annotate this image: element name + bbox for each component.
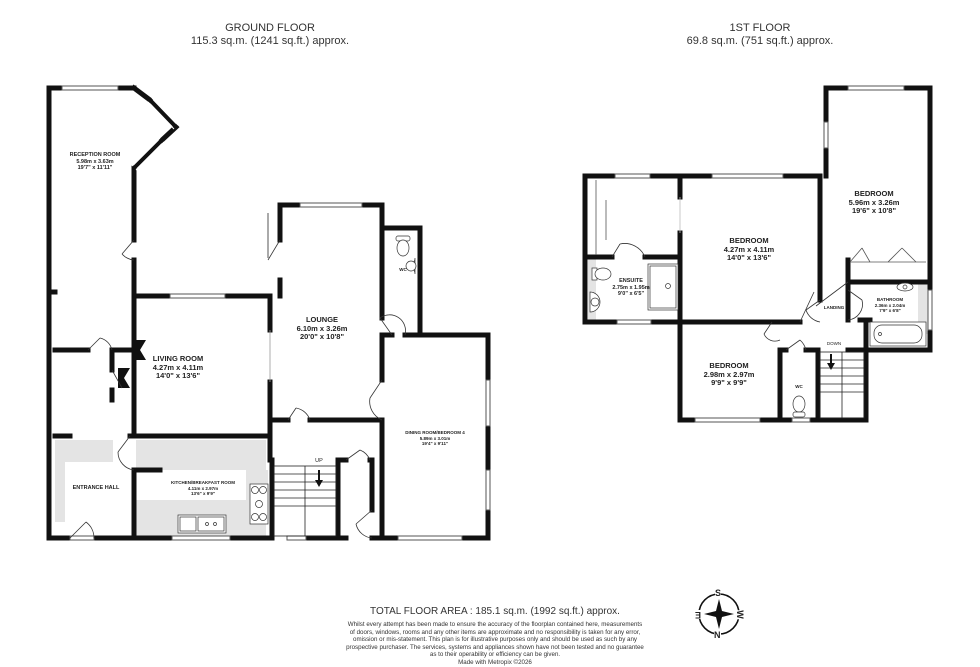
room-imperial: 19'6" x 10'8" <box>851 206 897 215</box>
room-metric: 5.96m x 3.26m <box>848 197 900 207</box>
first-floor-windows <box>614 85 933 423</box>
room-label-ensuite: ENSUITE 2.75m x 1.95m 9'0" x 6'5" <box>612 278 649 298</box>
room-label-entrance: ENTRANCE HALL <box>73 485 120 492</box>
ground-floor-walls <box>46 84 491 541</box>
room-metric: 5.98m x 3.63m <box>76 158 114 165</box>
first-floor-header: 1ST FLOOR 69.8 sq.m. (751 sq.ft.) approx… <box>610 22 910 48</box>
ff-toilet-icon <box>792 395 806 418</box>
disclaimer-line: Whilst every attempt has been made to en… <box>347 621 643 628</box>
room-name: LANDING <box>823 305 845 310</box>
room-name: BATHROOM <box>876 297 904 302</box>
ensuite-tiling <box>588 258 596 322</box>
room-imperial: 19'4" x 9'11" <box>421 441 449 446</box>
stairs-down-label: DOWN <box>827 341 841 347</box>
total-floor-area: TOTAL FLOOR AREA : 185.1 sq.m. (1992 sq.… <box>370 606 620 617</box>
disclaimer-line: omission or mis-statement. This plan is … <box>353 636 637 644</box>
ground-floor-windows <box>61 85 491 541</box>
room-label-lounge: LOUNGE 6.10m x 3.26m 20'0" x 10'8" <box>296 315 348 342</box>
room-metric: 2.75m x 1.95m <box>612 284 650 291</box>
room-imperial: 14'0" x 13'6" <box>726 253 772 262</box>
stairs-up-arrow-icon <box>315 470 323 487</box>
bathtub-icon <box>869 321 927 347</box>
room-imperial: 20'0" x 10'8" <box>299 332 345 341</box>
compass-north: N <box>714 630 721 640</box>
room-name: BEDROOM <box>709 361 749 370</box>
room-imperial: 13'6" x 9'9" <box>191 491 215 496</box>
bathroom-tiling <box>918 284 928 334</box>
stairs-label-text: UP <box>315 458 323 464</box>
stairs-up-label: UP <box>315 458 323 465</box>
room-label-bathroom: BATHROOM 2.36m x 2.04m 7'9" x 6'8" <box>875 297 906 314</box>
first-floor-stairs <box>819 351 865 419</box>
chimney-breast <box>134 340 146 360</box>
first-floor-title: 1ST FLOOR <box>729 22 791 34</box>
gf-toilet-icon <box>395 235 411 257</box>
chimney-breast-small <box>118 368 130 388</box>
room-imperial: 9'9" x 9'9" <box>711 378 747 387</box>
room-label-landing: LANDING <box>824 305 845 311</box>
room-metric: 2.36m x 2.04m <box>874 302 906 308</box>
compass-rose-icon: S N E W <box>693 588 745 640</box>
ground-floor-title: GROUND FLOOR <box>225 22 315 34</box>
stairs-down-arrow-icon <box>827 354 835 370</box>
room-name: WC <box>399 267 407 272</box>
ground-floor-doors <box>69 239 406 539</box>
room-label-bedroom-small: BEDROOM 2.98m x 2.97m 9'9" x 9'9" <box>703 361 755 388</box>
first-floor-plan <box>582 85 933 423</box>
room-label-dining: DINING ROOM/BEDROOM 4 5.89m x 3.01m 19'4… <box>405 430 465 447</box>
kitchen-sink-icon <box>177 514 227 534</box>
wardrobe <box>595 180 926 263</box>
room-metric: 4.27m x 4.11m <box>723 244 775 254</box>
first-floor-area: 69.8 sq.m. (751 sq.ft.) approx. <box>686 35 834 47</box>
room-name: KITCHEN/BREAKFAST ROOM <box>171 480 235 485</box>
room-label-bedroom-right: BEDROOM 5.96m x 3.26m 19'6" x 10'8" <box>848 189 900 216</box>
compass-east: E <box>695 610 702 620</box>
disclaimer: Whilst every attempt has been made to en… <box>300 621 690 667</box>
room-name: WC <box>795 384 803 389</box>
shower-tray-icon <box>647 263 679 311</box>
room-name: RECEPTION ROOM <box>69 152 121 158</box>
first-floor-walls <box>582 85 933 423</box>
disclaimer-line: of doors, windows, rooms and any other i… <box>349 628 641 636</box>
room-metric: 2.98m x 2.97m <box>703 369 755 379</box>
compass-south: S <box>715 588 722 598</box>
room-label-bedroom-main: BEDROOM 4.27m x 4.11m 14'0" x 13'6" <box>723 236 775 263</box>
gf-basin-icon <box>405 257 417 275</box>
room-metric: 4.27m x 4.11m <box>152 362 204 372</box>
compass-west: W <box>734 610 745 619</box>
first-floor-doors <box>611 197 863 351</box>
room-name: ENTRANCE HALL <box>72 485 120 491</box>
room-name: LOUNGE <box>305 315 339 324</box>
room-metric: 5.89m x 3.01m <box>419 435 451 441</box>
room-name: DINING ROOM/BEDROOM 4 <box>405 430 465 435</box>
ground-floor-header: GROUND FLOOR 115.3 sq.m. (1241 sq.ft.) a… <box>120 22 420 48</box>
room-name: ENSUITE <box>619 278 643 284</box>
room-name: BEDROOM <box>729 236 769 245</box>
ground-floor-plan <box>46 84 491 541</box>
room-imperial: 9'0" x 6'5" <box>617 291 645 297</box>
room-name: LIVING ROOM <box>152 354 204 363</box>
hob-icon <box>249 483 269 525</box>
metropix-credit: Made with Metropix ©2026 <box>458 658 532 666</box>
room-imperial: 19'7" x 11'11" <box>77 165 113 171</box>
ground-floor-stairs <box>273 465 337 537</box>
disclaimer-line: prospective purchaser. The services, sys… <box>346 643 644 651</box>
ensuite-basin-icon <box>589 291 601 313</box>
room-imperial: 14'0" x 13'6" <box>155 371 201 380</box>
room-label-reception: RECEPTION ROOM 5.98m x 3.63m 19'7" x 11'… <box>70 152 121 172</box>
room-label-living: LIVING ROOM 4.27m x 4.11m 14'0" x 13'6" <box>152 354 204 381</box>
room-label-ff-wc: WC <box>795 384 803 390</box>
room-metric: 6.10m x 3.26m <box>296 323 348 333</box>
ground-floor-area: 115.3 sq.m. (1241 sq.ft.) approx. <box>190 35 350 47</box>
stairs-label-text: DOWN <box>826 341 842 346</box>
room-label-kitchen: KITCHEN/BREAKFAST ROOM 4.11m x 2.97m 13'… <box>171 480 235 497</box>
disclaimer-line: as to their operability or efficiency ca… <box>429 651 561 659</box>
room-metric: 4.11m x 2.97m <box>187 485 219 491</box>
room-name: BEDROOM <box>854 189 894 198</box>
room-label-gf-wc: WC <box>399 267 407 273</box>
ensuite-toilet-icon <box>591 267 612 281</box>
bathroom-basin-icon <box>896 282 914 292</box>
room-imperial: 7'9" x 6'8" <box>879 308 901 313</box>
